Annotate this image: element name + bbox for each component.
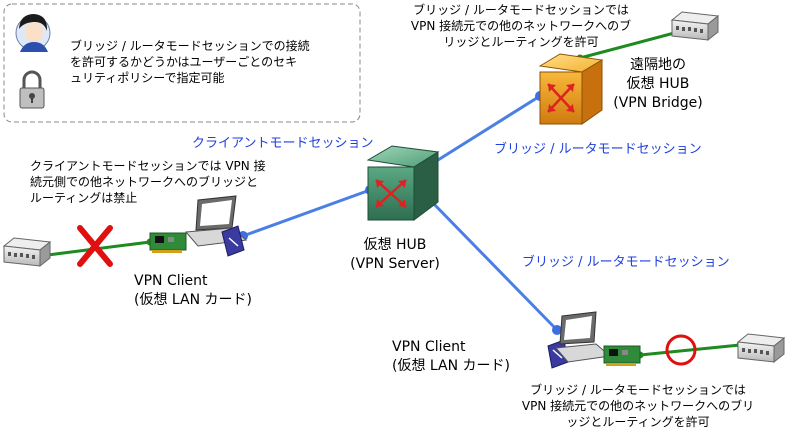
user-icon xyxy=(15,14,51,52)
note-line-2: を許可するかどうかはユーザーごとのセキ xyxy=(70,55,298,69)
left-note: クライアントモードセッションでは VPN 接 続元側での他ネットワークへのブリッ… xyxy=(30,158,266,206)
bridge-session-label: ブリッジ / ルータモードセッション xyxy=(522,255,730,270)
top-right-note: ブリッジ / ルータモードセッションでは VPN 接続元での他のネットワークへの… xyxy=(396,2,646,50)
network-switch-icon xyxy=(670,11,720,42)
note-line: ルーティングは禁止 xyxy=(30,191,138,205)
network-switch-icon xyxy=(736,333,786,364)
remote-hub-label: 遠隔地の 仮想 HUB (VPN Bridge) xyxy=(604,56,712,113)
virtual-hub-label: 仮想 HUB (VPN Server) xyxy=(340,236,450,274)
note-line: VPN 接続元での他のネットワークへのブリ xyxy=(521,399,755,413)
client-session-label: クライアントモードセッション xyxy=(192,136,374,151)
note-line: ブリッジ / ルータモードセッションでは xyxy=(530,383,746,397)
note-box xyxy=(3,3,361,123)
remote-hub-icon xyxy=(538,53,604,125)
allowed-circle-icon xyxy=(665,334,697,366)
network-card-icon xyxy=(603,345,641,366)
vpn-links xyxy=(242,94,559,332)
vpn-client-bottom-label: VPN Client (仮想 LAN カード) xyxy=(392,338,510,376)
client-label-line: (仮想 LAN カード) xyxy=(134,292,252,308)
note-line-3: ュリティポリシーで指定可能 xyxy=(70,71,225,85)
note-box-text: ブリッジ / ルータモードセッションでの接続 を許可するかどうかはユーザーごとの… xyxy=(70,38,310,86)
bottom-right-note: ブリッジ / ルータモードセッションでは VPN 接続元での他のネットワークへの… xyxy=(508,382,768,430)
note-line: クライアントモードセッションでは VPN 接 xyxy=(30,159,266,173)
note-line: 続元側での他ネットワークへのブリッジと xyxy=(30,175,259,189)
note-line: ブリッジ / ルータモードセッションでは xyxy=(413,3,629,17)
note-line: ッジとルーティングを許可 xyxy=(566,415,710,429)
denied-x-icon xyxy=(77,225,113,267)
lock-icon xyxy=(19,70,45,109)
remote-hub-label-line: (VPN Bridge) xyxy=(613,95,703,111)
vpn-plug-icon xyxy=(221,225,245,257)
laptop-icon xyxy=(554,311,612,363)
note-line: リッジとルーティングを許可 xyxy=(443,35,599,49)
client-label-line: VPN Client xyxy=(134,273,208,289)
remote-hub-label-line: 仮想 HUB xyxy=(626,76,690,92)
client-label-line: (仮想 LAN カード) xyxy=(392,358,510,374)
hub-label-line: (VPN Server) xyxy=(350,256,440,272)
network-card-icon xyxy=(149,232,187,253)
client-label-line: VPN Client xyxy=(392,339,466,355)
bridge-session-label: ブリッジ / ルータモードセッション xyxy=(494,142,702,157)
network-switch-icon xyxy=(2,237,52,268)
virtual-hub-icon xyxy=(366,145,440,221)
note-line-1: ブリッジ / ルータモードセッションでの接続 xyxy=(70,39,310,53)
note-line: VPN 接続元での他のネットワークへのブ xyxy=(410,19,632,33)
vpn-client-left-label: VPN Client (仮想 LAN カード) xyxy=(134,272,252,310)
hub-label-line: 仮想 HUB xyxy=(363,237,427,253)
remote-hub-label-line: 遠隔地の xyxy=(630,57,686,73)
